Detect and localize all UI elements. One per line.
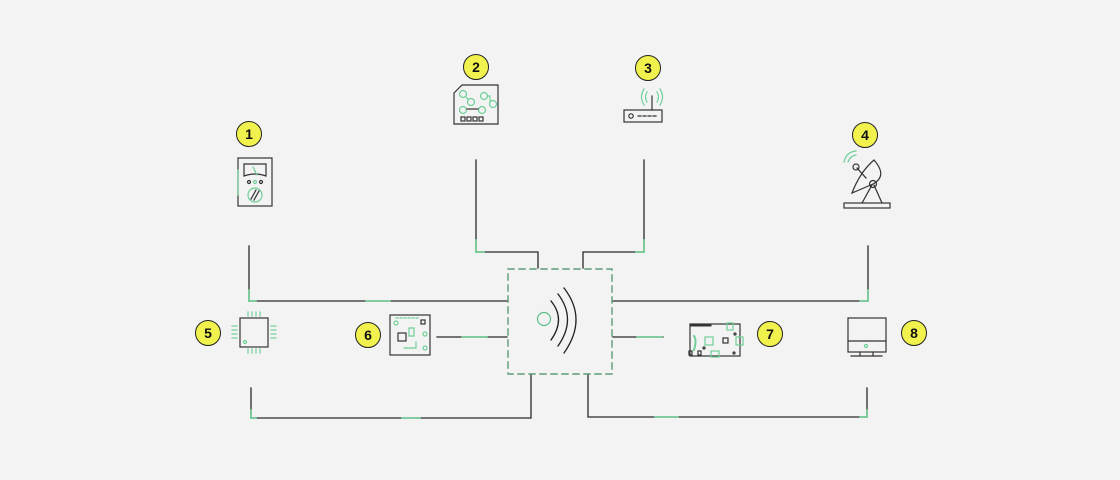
monitor-icon[interactable] bbox=[847, 317, 887, 357]
node-badge-6: 6 bbox=[355, 322, 381, 348]
accent-segments bbox=[248, 239, 869, 419]
node-badge-7: 7 bbox=[757, 321, 783, 347]
multimeter-icon[interactable] bbox=[237, 157, 273, 207]
circuit-module-icon[interactable] bbox=[389, 314, 431, 356]
single-board-computer-icon[interactable] bbox=[688, 322, 744, 358]
node-badge-5: 5 bbox=[195, 320, 221, 346]
node-badge-8: 8 bbox=[901, 320, 927, 346]
wireless-hub[interactable] bbox=[507, 268, 613, 375]
node-badge-1: 1 bbox=[236, 121, 262, 147]
satellite-dish-icon[interactable] bbox=[843, 150, 891, 209]
wireless-signal-icon bbox=[536, 287, 577, 354]
microchip-icon[interactable] bbox=[231, 311, 277, 354]
node-badge-3: 3 bbox=[635, 55, 661, 81]
router-icon[interactable] bbox=[623, 88, 664, 123]
node-badge-2: 2 bbox=[463, 54, 489, 80]
node-badge-4: 4 bbox=[852, 122, 878, 148]
memory-card-icon[interactable] bbox=[453, 84, 499, 125]
connector-lines bbox=[248, 159, 869, 419]
